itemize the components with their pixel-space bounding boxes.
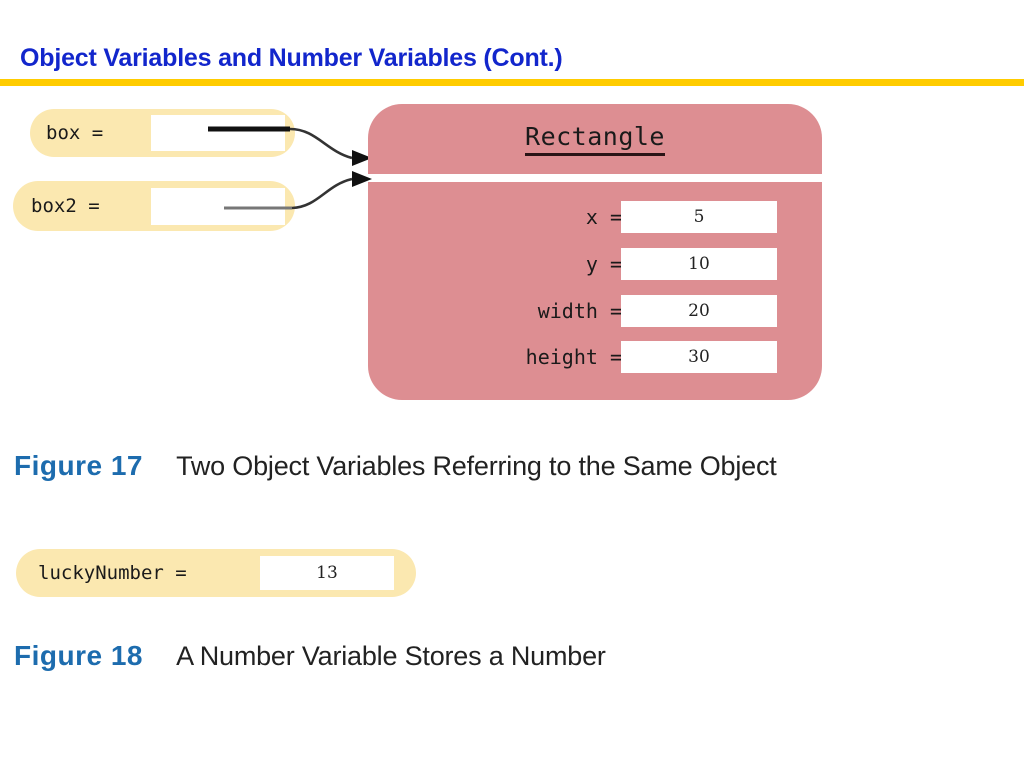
- variable-box2-value-slot: [151, 188, 285, 225]
- rectangle-object-box: Rectangle x = 5 y = 10 width = 20: [368, 104, 822, 400]
- field-row: x = 5: [368, 200, 822, 234]
- variable-box2-pill: box2 =: [13, 181, 295, 231]
- figure-17-diagram: box = box2 = Rectangle x = 5: [0, 95, 1024, 425]
- variable-box-pill: box =: [30, 109, 295, 157]
- field-label-x: x =: [585, 205, 622, 229]
- field-label-width: width =: [537, 299, 622, 323]
- field-slot-height: 30: [621, 341, 777, 373]
- page-title: Object Variables and Number Variables (C…: [20, 44, 563, 72]
- table-row: width = 20: [368, 294, 822, 328]
- variable-box-label: box =: [46, 122, 104, 144]
- field-value-width: 20: [688, 301, 710, 321]
- figure-18-caption-text: A Number Variable Stores a Number: [176, 641, 606, 671]
- variable-luckynumber-label: luckyNumber =: [38, 562, 187, 584]
- figure-17-caption-text: Two Object Variables Referring to the Sa…: [176, 451, 777, 481]
- figure-18-number: Figure 18: [14, 640, 143, 671]
- variable-box2-label: box2 =: [31, 195, 100, 217]
- variable-box-value-slot: [151, 115, 285, 151]
- field-slot-width: 20: [621, 295, 777, 327]
- box2-arrow-curve: [291, 177, 353, 210]
- table-row: y = 10: [368, 247, 822, 281]
- field-slot-y: 10: [621, 248, 777, 280]
- title-underline-rule: [0, 79, 1024, 86]
- figure-17-number: Figure 17: [14, 450, 143, 481]
- variable-luckynumber-pill: luckyNumber = 13: [16, 549, 416, 597]
- field-label-height: height =: [525, 345, 622, 369]
- variable-luckynumber-value-slot: 13: [260, 556, 394, 590]
- box-arrow-curve: [289, 127, 353, 160]
- field-value-height: 30: [688, 347, 710, 367]
- variable-luckynumber-value: 13: [316, 563, 338, 583]
- field-slot-x: 5: [621, 201, 777, 233]
- figure-18-caption: Figure 18 A Number Variable Stores a Num…: [14, 640, 606, 672]
- table-row: height = 30: [368, 340, 822, 374]
- field-value-y: 10: [688, 254, 710, 274]
- rectangle-class-name: Rectangle: [525, 122, 665, 156]
- field-label-y: y =: [585, 252, 622, 276]
- rectangle-object-fields: x = 5 y = 10 width = 20 height =: [368, 182, 822, 400]
- field-value-x: 5: [693, 207, 705, 227]
- figure-17-caption: Figure 17 Two Object Variables Referring…: [14, 450, 777, 482]
- rectangle-object-header: Rectangle: [368, 104, 822, 174]
